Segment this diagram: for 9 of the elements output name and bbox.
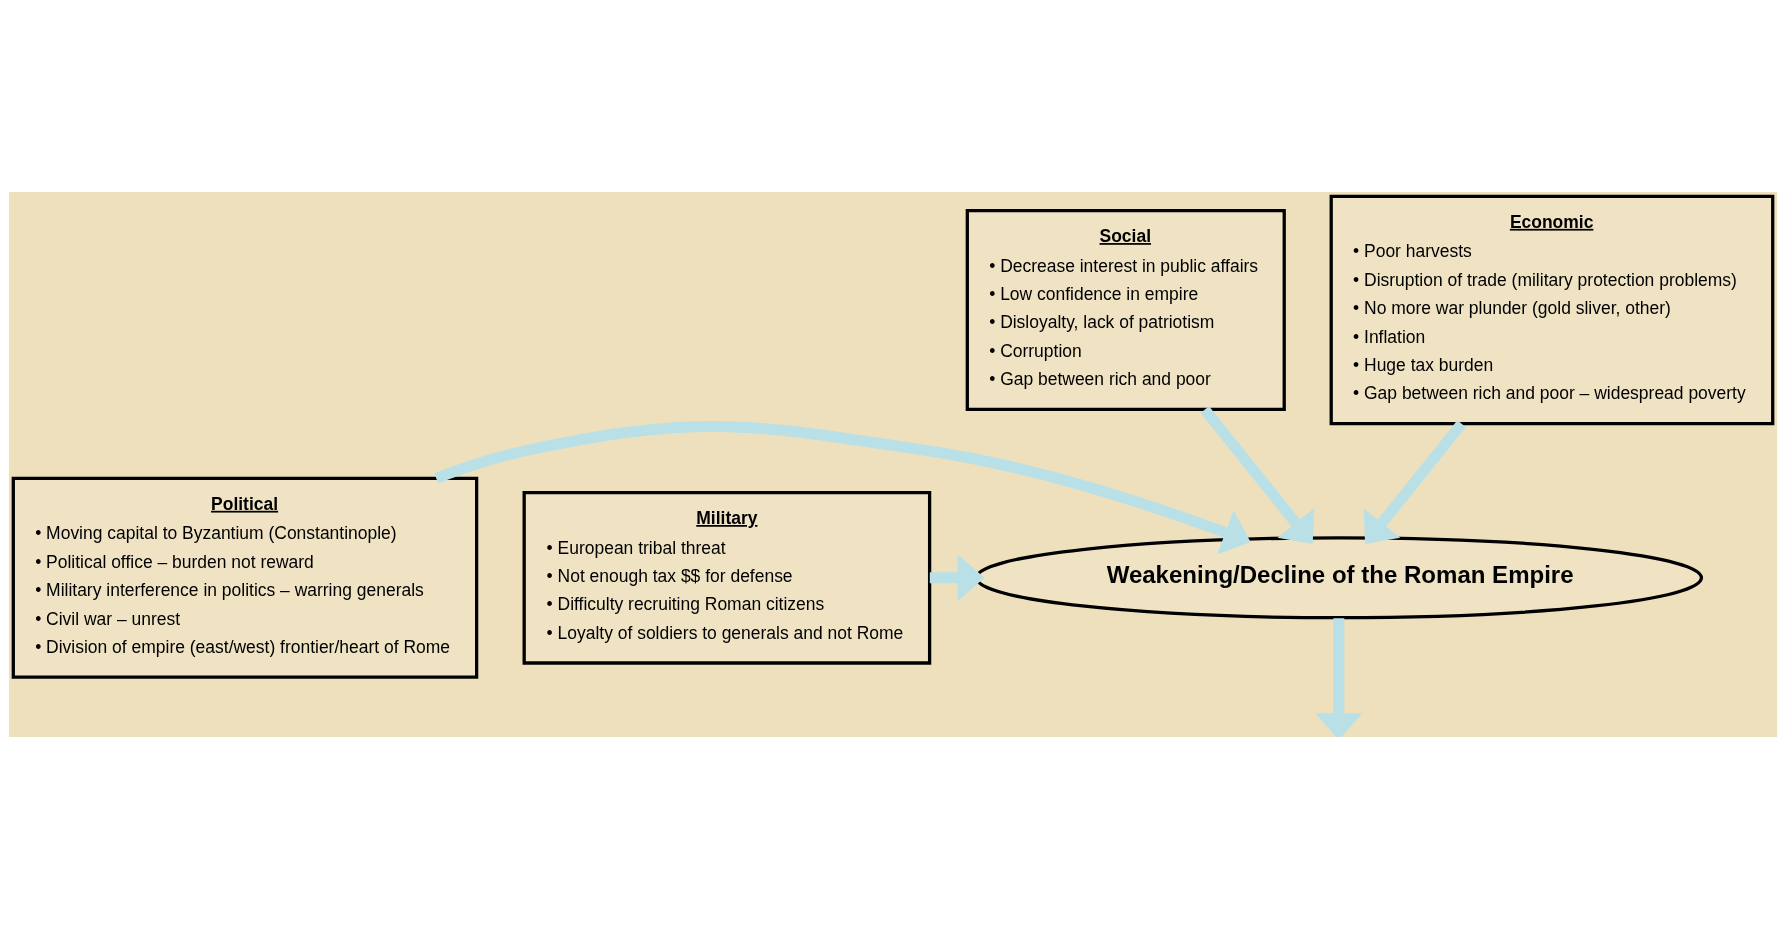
arrow (1200, 405, 1315, 544)
node-box: Economic • Poor harvests • Disruption of trade (military protection problems) • No more war plunder (gold sliver, other) • Inflation • Huge tax burden • Gap between rich and poor – widespread poverty (1329, 194, 1775, 425)
node-box: Military • European tribal threat • Not enough tax $$ for defense • Difficulty recruiting Roman citizens • Loyalty of soldiers to generals and not Rome (522, 490, 932, 665)
arrow (1315, 617, 1363, 737)
arrow (1363, 419, 1466, 544)
node-box: Political • Moving capital to Byzantium (Constantinople) • Political office – burden not reward • Military interference in politics – warring generals • Civil war – unrest • Division of empire (east/west) frontier/heart of Rome (11, 476, 479, 679)
arrow (929, 553, 985, 601)
node-box: Social • Decrease interest in public affairs • Low confidence in empire • Disloyalty, lack of patriotism • Corruption • Gap between rich and poor (965, 208, 1286, 411)
arrow (434, 420, 1251, 554)
